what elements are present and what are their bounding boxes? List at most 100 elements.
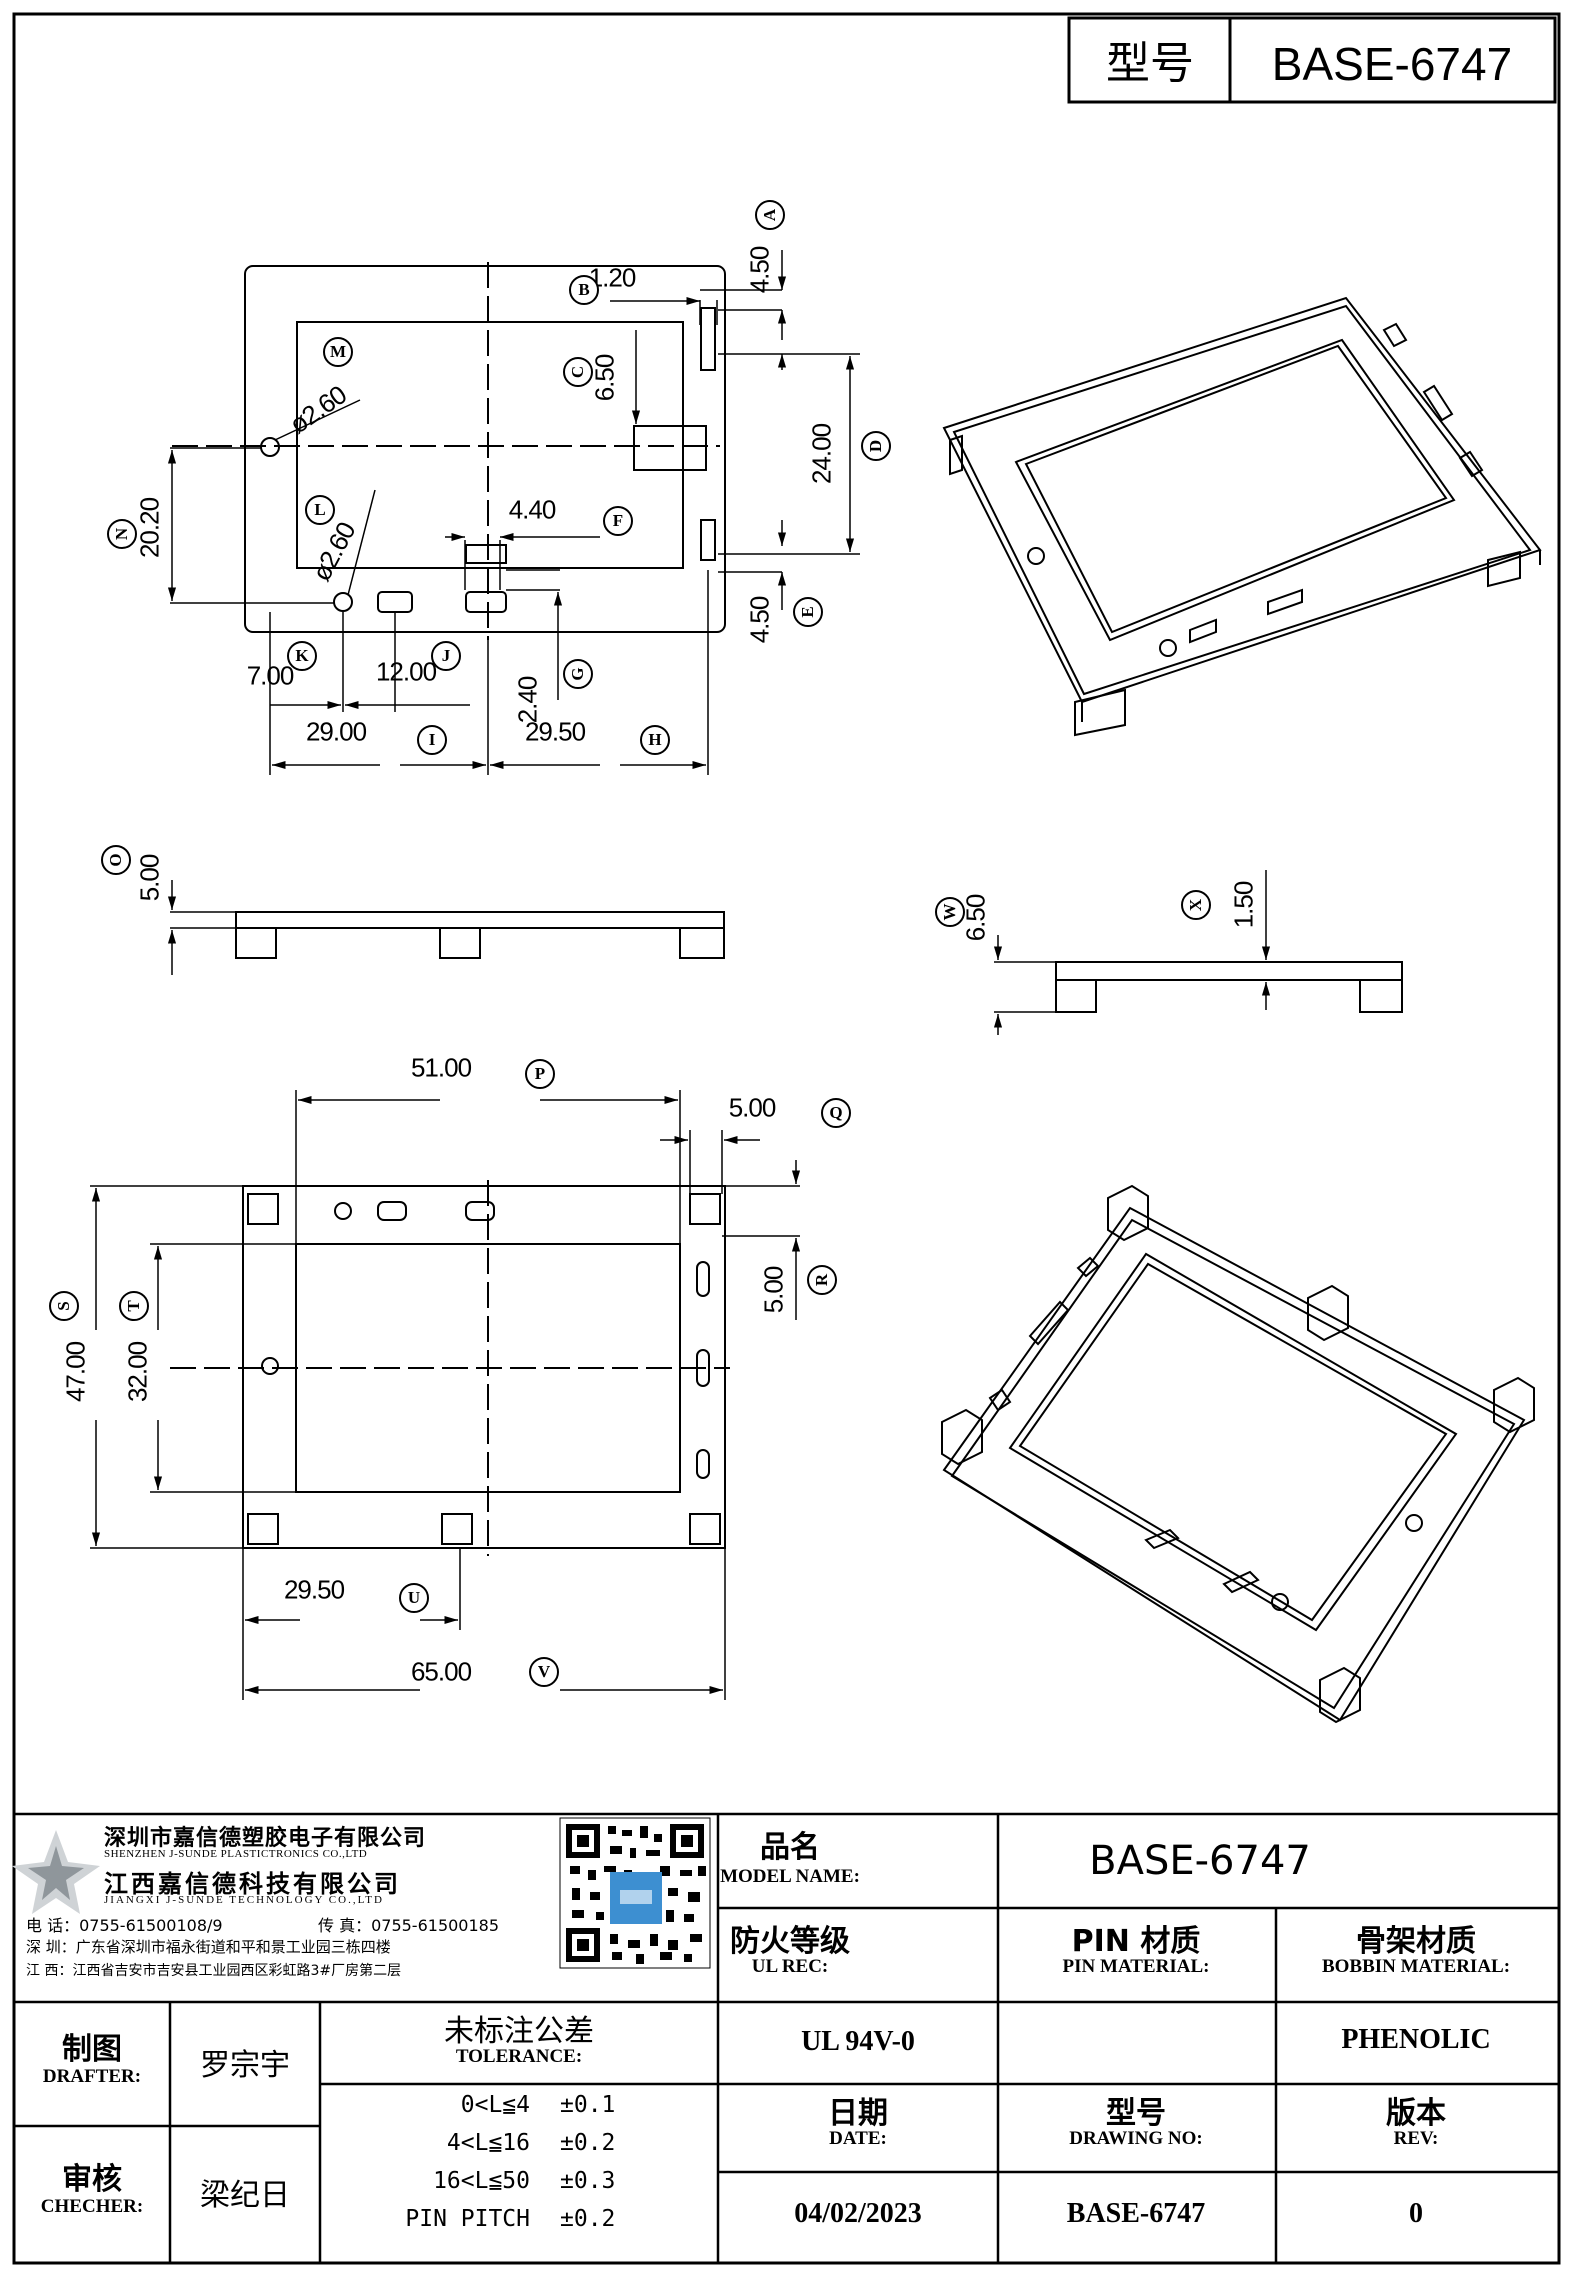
pin-en: PIN MATERIAL:: [1062, 1956, 1210, 1977]
dim-f-value: 4.40: [508, 494, 557, 525]
top-view-dims: [167, 250, 860, 775]
dim-d-value: 24.00: [806, 423, 837, 485]
dim-n-balloon: N: [107, 519, 137, 549]
dim-h-value: 29.50: [524, 716, 586, 747]
company-name-cn-2: 江西嘉信德科技有限公司: [104, 1870, 401, 1898]
dwg-cn: 型号: [1106, 2096, 1166, 2131]
drafter-cn: 制图: [62, 2032, 122, 2067]
dim-l-balloon: L: [305, 495, 335, 525]
dim-r-balloon: R: [807, 1265, 837, 1295]
dim-s-value: 47.00: [60, 1341, 91, 1403]
dim-b-balloon: B: [569, 275, 599, 305]
dim-a-value: 4.50: [744, 246, 775, 294]
sheet-border: [12, 12, 1561, 2265]
tolerance-en: TOLERANCE:: [455, 2046, 583, 2067]
dim-w-balloon: W: [935, 897, 965, 927]
company-logo: [12, 1830, 100, 1914]
ul-en: UL REC:: [751, 1956, 829, 1977]
rev-value: 0: [1409, 2198, 1423, 2229]
tolerance-value: ±0.3: [560, 2168, 616, 2194]
pin-cn: PIN 材质: [1071, 1924, 1201, 1959]
tolerance-value: ±0.2: [560, 2130, 616, 2156]
dim-a-balloon: A: [755, 200, 785, 230]
dim-x-balloon: X: [1181, 890, 1211, 920]
model-name-value: BASE-6747: [1089, 1838, 1311, 1884]
iso-view-top: [942, 296, 1542, 737]
dim-o-balloon: O: [101, 845, 131, 875]
tolerance-range: PIN PITCH: [405, 2206, 530, 2232]
rev-en: REV:: [1393, 2128, 1439, 2149]
tolerance-cn: 未标注公差: [444, 2014, 594, 2049]
header-model-box: 型号 BASE-6747: [1067, 16, 1557, 104]
tolerance-range: 0<L≦4: [460, 2092, 530, 2118]
ul-cn: 防火等级: [730, 1924, 850, 1959]
dim-d-balloon: D: [861, 431, 891, 461]
dim-v-balloon: V: [529, 1657, 559, 1687]
dim-x-value: 1.50: [1228, 881, 1259, 929]
bobbin-value: PHENOLIC: [1341, 2024, 1491, 2055]
dim-p-balloon: P: [525, 1059, 555, 1089]
company-fax: 传 真：0755-61500185: [318, 1916, 500, 1935]
model-name-cn: 品名: [760, 1830, 820, 1865]
dim-f-balloon: F: [603, 506, 633, 536]
bobbin-cn: 骨架材质: [1356, 1924, 1476, 1959]
drafter-value: 罗宗宇: [200, 2048, 290, 2083]
dim-h-balloon: H: [640, 725, 670, 755]
dim-o-value: 5.00: [134, 854, 165, 902]
dim-q-balloon: Q: [821, 1098, 851, 1128]
dim-v-value: 65.00: [410, 1656, 472, 1687]
dim-p-value: 51.00: [410, 1052, 472, 1083]
header-model-label: 型号: [1106, 38, 1194, 89]
dim-r-value: 5.00: [758, 1266, 789, 1314]
dim-e-value: 4.50: [744, 596, 775, 644]
header-model-value: BASE-6747: [1272, 38, 1512, 90]
ul-value: UL 94V-0: [801, 2026, 915, 2057]
dim-j-value: 12.00: [375, 656, 437, 687]
dim-t-balloon: T: [119, 1291, 149, 1321]
dim-u-balloon: U: [399, 1583, 429, 1613]
date-en: DATE:: [829, 2128, 887, 2149]
company-name-en-2: JIANGXI J-SUNDE TECHNOLOGY CO.,LTD: [104, 1894, 384, 1906]
company-tel: 电 话：0755-61500108/9: [26, 1916, 223, 1935]
dim-i-balloon: I: [417, 725, 447, 755]
dim-n-value: 20.20: [134, 497, 165, 559]
top-view: [172, 262, 726, 640]
dim-q-value: 5.00: [728, 1092, 777, 1123]
checker-value: 梁纪日: [200, 2178, 290, 2213]
company-name-cn-1: 深圳市嘉信德塑胶电子有限公司: [104, 1826, 427, 1851]
dim-s-balloon: S: [49, 1291, 79, 1321]
tolerance-range: 16<L≦50: [433, 2168, 530, 2194]
date-value: 04/02/2023: [794, 2198, 922, 2229]
dim-k-value: 7.00: [246, 660, 295, 691]
tolerance-value: ±0.1: [560, 2092, 616, 2118]
dim-w-value: 6.50: [960, 894, 991, 942]
checker-en: CHECHER:: [40, 2196, 144, 2217]
company-addr-jx: 江 西：江西省吉安市吉安县工业园西区彩虹路3#厂房第二层: [26, 1963, 402, 1979]
dim-g-balloon: G: [563, 659, 593, 689]
iso-view-bottom: [941, 1184, 1535, 1724]
dim-k-balloon: K: [287, 641, 317, 671]
side-view-front: [167, 880, 725, 975]
model-name-en: MODEL NAME:: [720, 1866, 860, 1887]
tolerance-value: ±0.2: [560, 2206, 616, 2232]
rev-cn: 版本: [1386, 2096, 1446, 2131]
dim-j-balloon: J: [431, 641, 461, 671]
dwg-en: DRAWING NO:: [1069, 2128, 1203, 2149]
bottom-view-dims: [90, 1090, 801, 1700]
dim-t-value: 32.00: [122, 1341, 153, 1403]
date-cn: 日期: [828, 2096, 888, 2131]
checker-cn: 审核: [62, 2162, 122, 2197]
side-view-right: [993, 870, 1403, 1035]
drafter-en: DRAFTER:: [42, 2066, 142, 2087]
dim-c-value: 6.50: [589, 354, 620, 402]
dwg-value: BASE-6747: [1066, 2198, 1206, 2229]
bottom-view: [170, 1180, 730, 1556]
dim-c-balloon: C: [563, 357, 593, 387]
company-name-en-1: SHENZHEN J-SUNDE PLASTICTRONICS CO.,LTD: [104, 1848, 368, 1860]
dim-e-balloon: E: [793, 597, 823, 627]
bobbin-en: BOBBIN MATERIAL:: [1321, 1956, 1511, 1977]
company-addr-sz: 深 圳：广东省深圳市福永街道和平和景工业园三栋四楼: [26, 1938, 391, 1956]
title-block-grid: [14, 1812, 1559, 2263]
dim-m-balloon: M: [323, 337, 353, 367]
